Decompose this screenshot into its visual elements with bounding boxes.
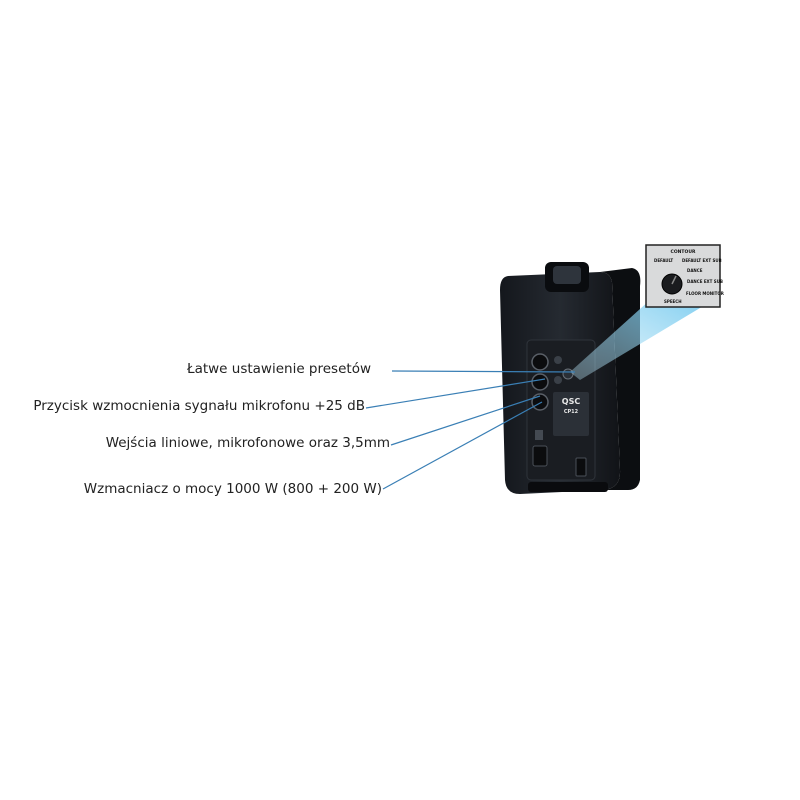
contour-setting: DEFAULT: [654, 258, 673, 263]
leader-line: [365, 378, 546, 409]
contour-title: CONTOUR: [671, 249, 696, 255]
contour-setting: DEFAULT EXT SUB: [682, 258, 722, 263]
contour-setting: DANCE: [687, 268, 703, 273]
contour-setting: FLOOR MONITOR: [686, 291, 724, 296]
brand-logo-text: QSC: [562, 397, 581, 406]
contour-setting: DANCE EXT SUB: [687, 279, 723, 284]
model-text: CP12: [564, 409, 579, 415]
contour-panel: CONTOUR DEFAULT DEFAULT EXT SUB DANCE DA…: [645, 244, 724, 308]
callout-mic-gain-boost: Przycisk wzmocnienia sygnału mikrofonu +…: [33, 398, 365, 414]
callout-inputs: Wejścia liniowe, mikrofonowe oraz 3,5mm: [105, 435, 390, 451]
highlight-beam: [570, 300, 705, 380]
contour-setting: SPEECH: [664, 299, 682, 304]
leader-line: [390, 395, 541, 446]
leader-line: [382, 401, 543, 490]
leader-line: [391, 370, 576, 373]
leader-lines: [365, 370, 576, 490]
callout-preset-setup: Łatwe ustawienie presetów: [186, 361, 371, 377]
speaker-cabinet: QSC CP12: [500, 262, 641, 494]
callout-amplifier-power: Wzmacniacz o mocy 1000 W (800 + 200 W): [83, 481, 382, 497]
